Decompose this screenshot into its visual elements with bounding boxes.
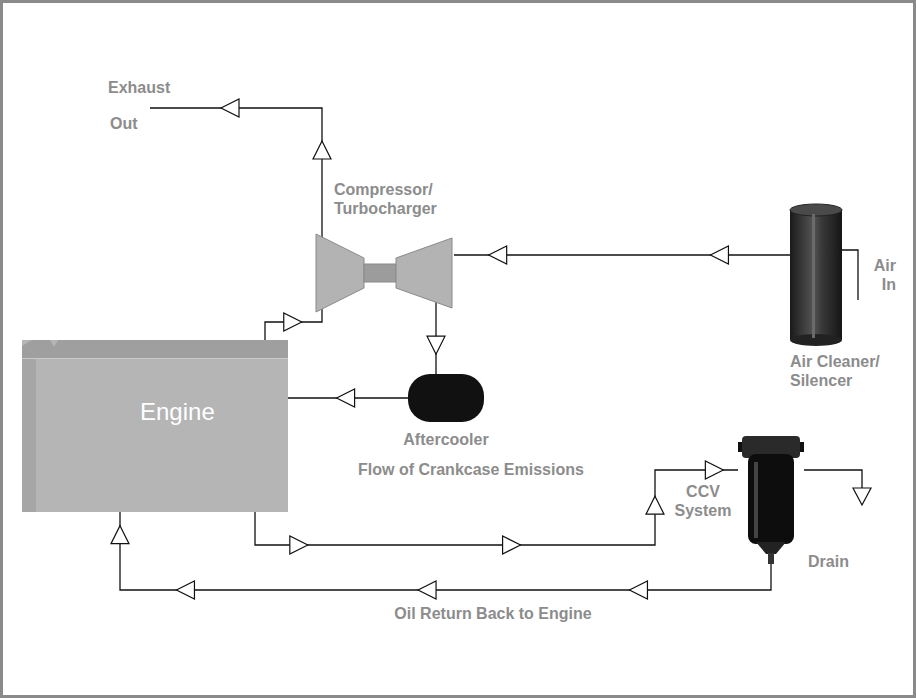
connector-line — [265, 309, 322, 340]
turbocharger-label: Compressor/ Turbocharger — [334, 180, 456, 218]
turbocharger-shape — [314, 232, 454, 314]
air-in-label: Air In — [862, 256, 896, 294]
engine-label: Engine — [140, 398, 215, 427]
engine-shape — [22, 340, 288, 512]
arrow-head — [176, 581, 194, 599]
arrow-head — [418, 581, 436, 599]
exhaust-label: Exhaust — [108, 78, 170, 97]
air-inlet-line — [842, 250, 858, 300]
aftercooler-shape — [408, 374, 484, 422]
flow-connector — [288, 389, 408, 407]
arrow-head — [290, 536, 308, 554]
flow-connector — [111, 512, 771, 599]
arrow-head — [284, 313, 302, 331]
arrow-head — [337, 389, 355, 407]
flow-connector — [427, 302, 445, 374]
arrow-head — [489, 246, 507, 264]
ccv-device — [738, 436, 804, 564]
air-cleaner-shape — [790, 204, 842, 346]
arrow-head — [503, 536, 521, 554]
ccv-label: CCV System — [672, 482, 734, 520]
arrow-head — [629, 581, 647, 599]
air-cleaner: Air Cleaner/ Silencer — [782, 200, 894, 405]
exhaust-line — [150, 108, 322, 238]
flow-connector — [454, 246, 790, 264]
aftercooler-label: Aftercooler — [396, 430, 496, 449]
flow-connector — [265, 309, 322, 340]
crankcase-flow-label: Flow of Crankcase Emissions — [355, 460, 587, 479]
exhaust-out-label: Out — [110, 114, 138, 133]
flow-arrow — [221, 99, 239, 117]
flow-arrow — [313, 141, 331, 159]
arrow-head — [710, 246, 728, 264]
drain-label: Drain — [808, 552, 849, 571]
flow-connector — [255, 461, 738, 554]
arrow-head — [646, 496, 664, 514]
arrow-head — [705, 461, 723, 479]
arrow-head — [111, 526, 129, 544]
flow-arrow — [853, 488, 871, 505]
ccv-outlet-line — [804, 470, 862, 488]
arrow-head — [427, 336, 445, 354]
connector-line — [120, 512, 771, 590]
ccv-system: CCV SystemDrain — [672, 430, 862, 580]
oil-return-label: Oil Return Back to Engine — [340, 604, 646, 623]
connector-line — [255, 470, 738, 545]
air-cleaner-label: Air Cleaner/ Silencer — [790, 352, 890, 390]
turbocharger: Compressor/ Turbocharger — [310, 176, 460, 316]
aftercooler: Aftercooler — [396, 372, 498, 458]
engine-block: Engine — [22, 340, 288, 512]
